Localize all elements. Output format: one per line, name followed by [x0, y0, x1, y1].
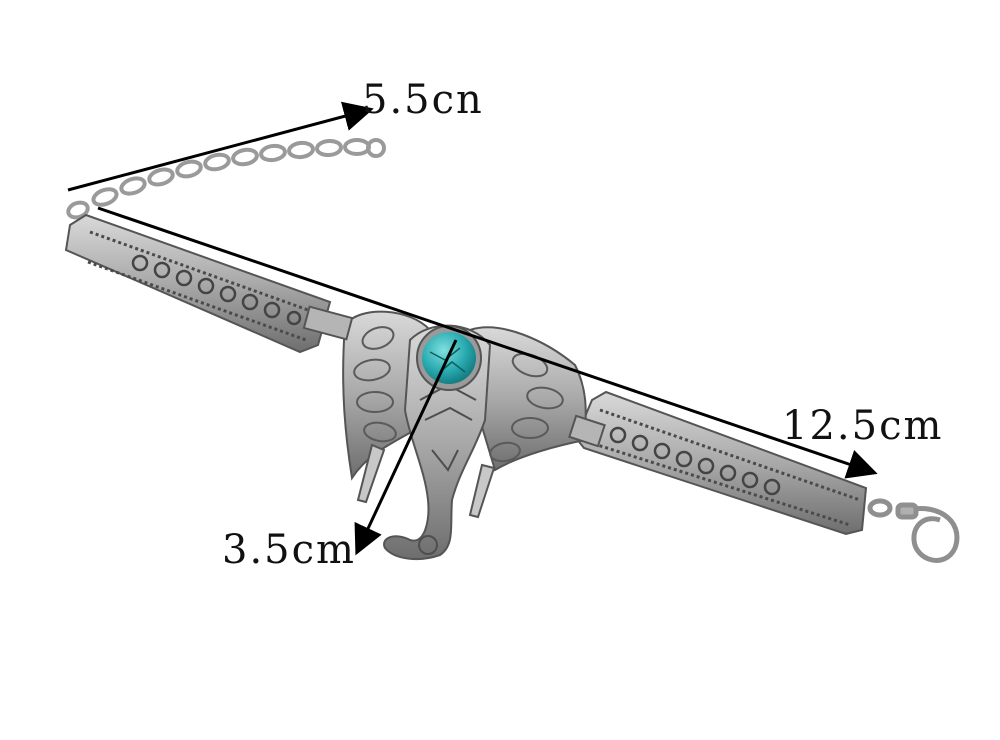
height-arrow [354, 339, 458, 556]
length-arrow [97, 206, 878, 479]
elephant-pendant [302, 305, 606, 561]
chain-extension-label: 5.5cn [362, 77, 484, 123]
lobster-clasp [867, 498, 960, 563]
pendant-height-label: 3.5cm [222, 527, 356, 573]
measurement-arrows [67, 101, 878, 556]
chain-arrow [67, 101, 374, 192]
left-band [64, 213, 332, 354]
right-band [574, 390, 868, 536]
extension-chain [66, 138, 386, 220]
total-length-label: 12.5cm [782, 403, 944, 449]
